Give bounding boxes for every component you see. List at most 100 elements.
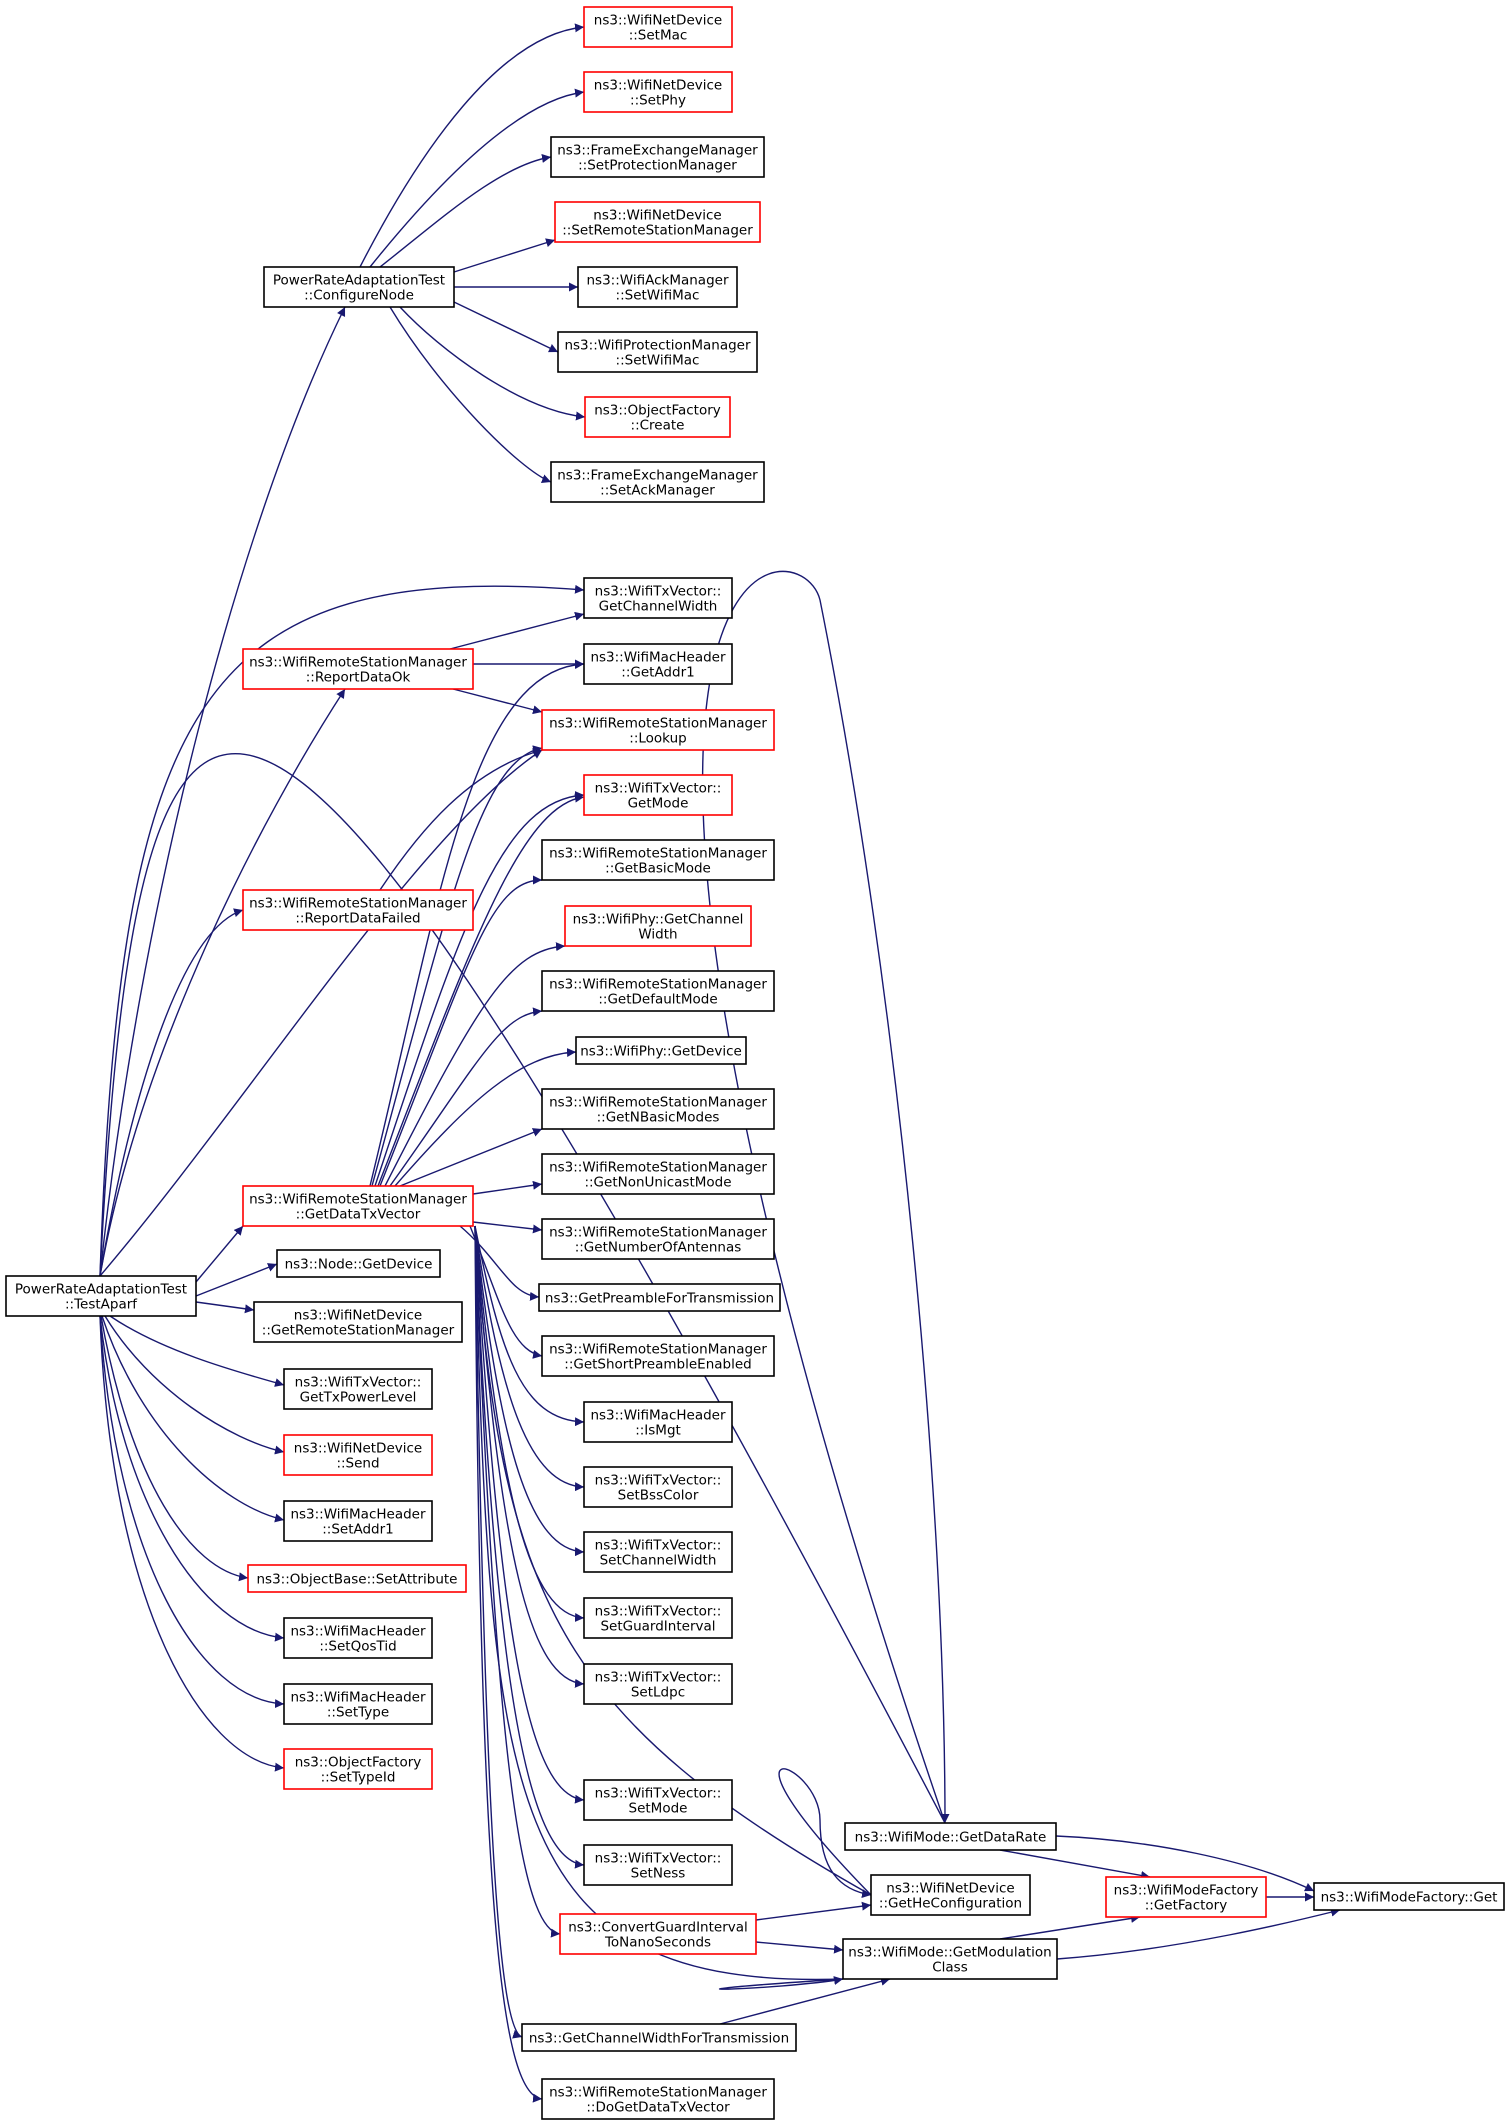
node-box[interactable] <box>283 1683 433 1725</box>
node-configure[interactable]: PowerRateAdaptationTest::ConfigureNode <box>263 266 455 308</box>
node-box[interactable] <box>538 1283 781 1312</box>
node-box[interactable] <box>583 1779 733 1821</box>
node-getaddr1[interactable]: ns3::WifiMacHeader::GetAddr1 <box>583 643 733 685</box>
node-box[interactable] <box>575 1036 747 1065</box>
node-preamble[interactable]: ns3::GetPreambleForTransmission <box>538 1283 781 1312</box>
node-box[interactable] <box>559 1913 757 1955</box>
node-box[interactable] <box>583 643 733 685</box>
node-box[interactable] <box>583 1844 733 1886</box>
node-box[interactable] <box>583 1466 733 1508</box>
node-ismgt[interactable]: ns3::WifiMacHeader::IsMgt <box>583 1401 733 1443</box>
node-phychw[interactable]: ns3::WifiPhy::GetChannelWidth <box>564 905 752 947</box>
node-setattr[interactable]: ns3::ObjectBase::SetAttribute <box>247 1564 467 1593</box>
node-box[interactable] <box>550 136 765 178</box>
node-getmode[interactable]: ns3::WifiTxVector::GetMode <box>583 774 733 816</box>
node-box[interactable] <box>247 1564 467 1593</box>
node-box[interactable] <box>583 1663 733 1705</box>
node-box[interactable] <box>541 970 775 1012</box>
node-box[interactable] <box>541 709 775 751</box>
node-create[interactable]: ns3::ObjectFactory::Create <box>584 396 731 438</box>
node-getchw[interactable]: ns3::WifiTxVector::GetChannelWidth <box>583 577 733 619</box>
node-dogetdtv[interactable]: ns3::WifiRemoteStationManager::DoGetData… <box>541 2078 775 2120</box>
node-setmode[interactable]: ns3::WifiTxVector::SetMode <box>583 1779 733 1821</box>
node-numant[interactable]: ns3::WifiRemoteStationManager::GetNumber… <box>541 1218 775 1260</box>
node-nodedev[interactable]: ns3::Node::GetDevice <box>276 1249 441 1278</box>
node-txpower[interactable]: ns3::WifiTxVector::GetTxPowerLevel <box>283 1368 433 1410</box>
node-setackmgr[interactable]: ns3::FrameExchangeManager::SetAckManager <box>550 461 765 503</box>
node-guard[interactable]: ns3::WifiTxVector::SetGuardInterval <box>583 1597 733 1639</box>
node-box[interactable] <box>583 71 733 113</box>
node-setchw[interactable]: ns3::WifiTxVector::SetChannelWidth <box>583 1531 733 1573</box>
node-box[interactable] <box>870 1874 1031 1916</box>
node-box[interactable] <box>557 331 758 373</box>
node-box[interactable] <box>564 905 752 947</box>
node-box[interactable] <box>583 1401 733 1443</box>
node-box[interactable] <box>583 774 733 816</box>
node-protmac[interactable]: ns3::WifiProtectionManager::SetWifiMac <box>557 331 758 373</box>
node-box[interactable] <box>541 839 775 881</box>
node-getdefault[interactable]: ns3::WifiRemoteStationManager::GetDefaul… <box>541 970 775 1012</box>
node-box[interactable] <box>1313 1882 1505 1911</box>
node-setmac[interactable]: ns3::WifiNetDevice::SetMac <box>583 6 733 48</box>
node-setprotmgr[interactable]: ns3::FrameExchangeManager::SetProtection… <box>550 136 765 178</box>
node-send[interactable]: ns3::WifiNetDevice::Send <box>283 1434 433 1476</box>
node-getdtv[interactable]: ns3::WifiRemoteStationManager::GetDataTx… <box>242 1185 474 1227</box>
node-box[interactable] <box>283 1434 433 1476</box>
node-ackmac[interactable]: ns3::WifiAckManager::SetWifiMac <box>577 266 738 308</box>
node-box[interactable] <box>583 1597 733 1639</box>
node-typeid[interactable]: ns3::ObjectFactory::SetTypeId <box>283 1748 433 1790</box>
node-box[interactable] <box>242 648 474 690</box>
node-box[interactable] <box>1105 1876 1267 1918</box>
node-datarate[interactable]: ns3::WifiMode::GetDataRate <box>844 1822 1057 1851</box>
node-box[interactable] <box>263 266 455 308</box>
node-mfget[interactable]: ns3::WifiModeFactory::Get <box>1313 1882 1505 1911</box>
node-setrsm[interactable]: ns3::WifiNetDevice::SetRemoteStationMana… <box>554 201 761 243</box>
node-box[interactable] <box>844 1822 1057 1851</box>
node-reportok[interactable]: ns3::WifiRemoteStationManager::ReportDat… <box>242 648 474 690</box>
node-box[interactable] <box>541 1335 775 1377</box>
node-nonuni[interactable]: ns3::WifiRemoteStationManager::GetNonUni… <box>541 1153 775 1195</box>
node-ness[interactable]: ns3::WifiTxVector::SetNess <box>583 1844 733 1886</box>
node-box[interactable] <box>577 266 738 308</box>
node-box[interactable] <box>583 1531 733 1573</box>
node-box[interactable] <box>283 1368 433 1410</box>
node-box[interactable] <box>5 1275 197 1317</box>
node-box[interactable] <box>283 1500 433 1542</box>
node-settype[interactable]: ns3::WifiMacHeader::SetType <box>283 1683 433 1725</box>
node-qos[interactable]: ns3::WifiMacHeader::SetQosTid <box>283 1617 433 1659</box>
node-bsscolor[interactable]: ns3::WifiTxVector::SetBssColor <box>583 1466 733 1508</box>
node-box[interactable] <box>242 1185 474 1227</box>
node-root[interactable]: PowerRateAdaptationTest::TestAparf <box>5 1275 197 1317</box>
node-box[interactable] <box>253 1301 463 1343</box>
node-box[interactable] <box>550 461 765 503</box>
node-box[interactable] <box>283 1617 433 1659</box>
node-lookup[interactable]: ns3::WifiRemoteStationManager::Lookup <box>541 709 775 751</box>
node-box[interactable] <box>554 201 761 243</box>
node-chwtx[interactable]: ns3::GetChannelWidthForTransmission <box>521 2023 797 2052</box>
node-nbasic[interactable]: ns3::WifiRemoteStationManager::GetNBasic… <box>541 1088 775 1130</box>
node-getbasic[interactable]: ns3::WifiRemoteStationManager::GetBasicM… <box>541 839 775 881</box>
node-box[interactable] <box>583 577 733 619</box>
node-getrsm[interactable]: ns3::WifiNetDevice::GetRemoteStationMana… <box>253 1301 463 1343</box>
node-hecfg[interactable]: ns3::WifiNetDevice::GetHeConfiguration <box>870 1874 1031 1916</box>
node-box[interactable] <box>283 1748 433 1790</box>
node-phydev[interactable]: ns3::WifiPhy::GetDevice <box>575 1036 747 1065</box>
node-box[interactable] <box>541 2078 775 2120</box>
node-box[interactable] <box>541 1153 775 1195</box>
node-reportfail[interactable]: ns3::WifiRemoteStationManager::ReportDat… <box>242 889 474 931</box>
node-setaddr1[interactable]: ns3::WifiMacHeader::SetAddr1 <box>283 1500 433 1542</box>
node-box[interactable] <box>242 889 474 931</box>
node-box[interactable] <box>584 396 731 438</box>
node-setphy[interactable]: ns3::WifiNetDevice::SetPhy <box>583 71 733 113</box>
node-box[interactable] <box>842 1938 1058 1980</box>
node-box[interactable] <box>521 2023 797 2052</box>
node-box[interactable] <box>583 6 733 48</box>
node-box[interactable] <box>541 1088 775 1130</box>
node-shortpre[interactable]: ns3::WifiRemoteStationManager::GetShortP… <box>541 1335 775 1377</box>
node-getfactory[interactable]: ns3::WifiModeFactory::GetFactory <box>1105 1876 1267 1918</box>
node-box[interactable] <box>541 1218 775 1260</box>
node-ldpc[interactable]: ns3::WifiTxVector::SetLdpc <box>583 1663 733 1705</box>
node-box[interactable] <box>276 1249 441 1278</box>
